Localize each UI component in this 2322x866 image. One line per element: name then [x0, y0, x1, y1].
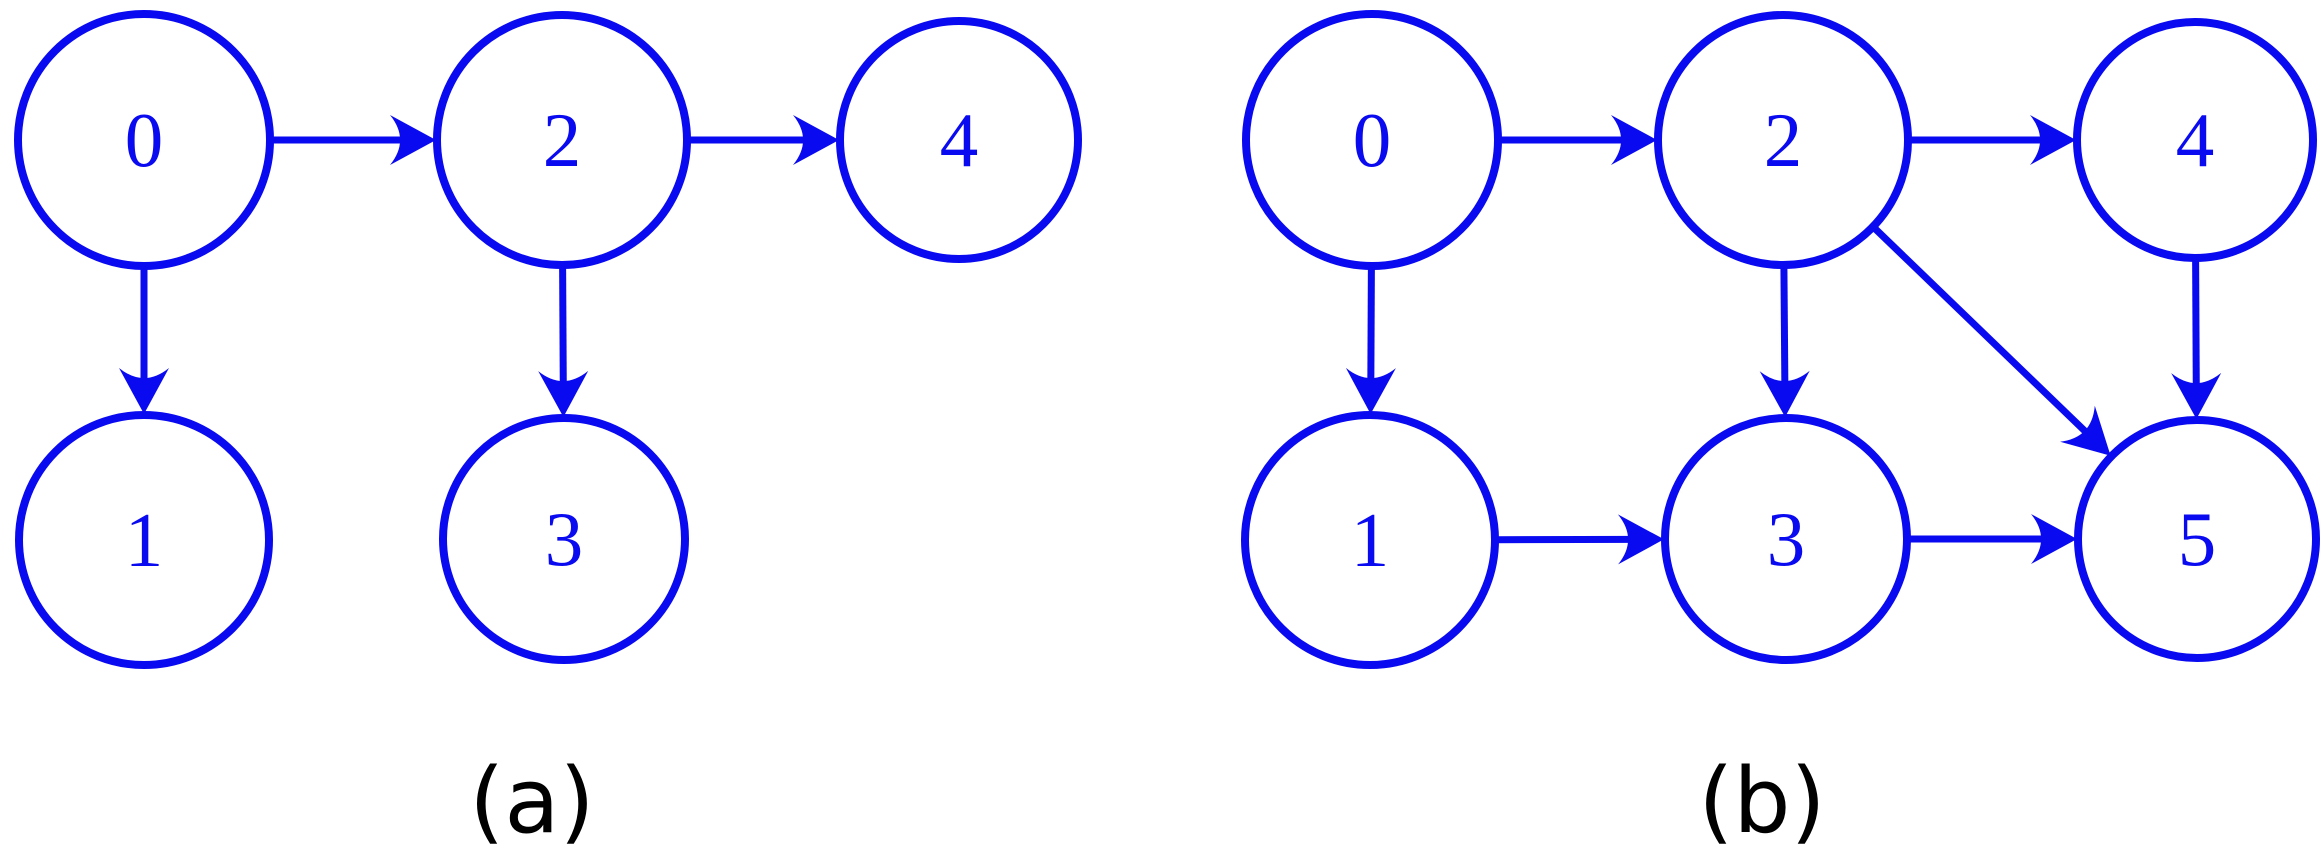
graph-a-edges: [119, 115, 839, 417]
graph-b-edges: [1345, 115, 2222, 565]
graph-a-node-3: [439, 414, 689, 664]
graph-a: 0 1 2 3 4 (a): [14, 10, 1082, 854]
graph-b-edge-0-1-arrowhead-icon: [1345, 367, 1396, 414]
graph-b-node-5-label: 5: [2178, 496, 2217, 582]
graph-b-node-2-label: 2: [1764, 97, 1803, 183]
graph-b-edge-0-2-arrowhead-icon: [1611, 115, 1657, 165]
graph-a-node-4-label: 4: [940, 97, 979, 183]
graph-b-node-2: [1654, 11, 1912, 269]
graph-a-node-1-label: 1: [125, 497, 164, 583]
graph-b-caption: (b): [1698, 749, 1825, 854]
graph-a-node-1: [15, 411, 273, 669]
graph-b-edge-0-1: [1367, 265, 1375, 387]
graph-b: 0 1 2 3 4 5 (b): [1241, 10, 2320, 854]
graph-a-node-2: [433, 11, 691, 269]
graph-a-node-4: [836, 17, 1082, 263]
graph-b-node-0-label: 0: [1353, 97, 1392, 183]
graph-a-edge-0-2-arrowhead-icon: [390, 115, 436, 165]
graph-b-edge-2-4-arrowhead-icon: [2030, 115, 2076, 165]
graph-b-edge-2-3: [1780, 264, 1789, 390]
graph-a-edge-2-4-arrowhead-icon: [793, 115, 839, 165]
graph-b-nodes: 0 1 2 3 4 5: [1241, 10, 2320, 669]
graph-b-node-4: [2073, 18, 2317, 262]
graph-b-node-0: [1242, 10, 1502, 270]
graph-b-edge-2-5: [1870, 224, 2094, 440]
graph-a-node-3-label: 3: [545, 496, 584, 582]
graph-a-caption: (a): [469, 749, 594, 854]
graph-b-node-5: [2074, 416, 2320, 662]
graph-a-edge-2-3: [559, 264, 567, 390]
graph-a-edge-2-3-arrowhead-icon: [538, 370, 589, 417]
graph-b-edge-4-5: [2192, 257, 2200, 392]
graph-a-node-2-label: 2: [543, 97, 582, 183]
graph-b-edge-3-5-arrowhead-icon: [2031, 514, 2077, 564]
graph-a-edge-0-1-arrowhead-icon: [119, 368, 169, 414]
graph-a-nodes: 0 1 2 3 4: [14, 10, 1082, 669]
graph-b-node-1-label: 1: [1351, 497, 1390, 583]
graph-b-node-3: [1661, 414, 1911, 664]
graph-b-node-1: [1241, 411, 1499, 669]
graph-b-node-4-label: 4: [2176, 97, 2215, 183]
graph-a-node-0: [14, 10, 274, 270]
graph-b-edge-2-5-arrowhead-icon: [2060, 405, 2111, 456]
graph-b-edge-2-3-arrowhead-icon: [1759, 370, 1810, 417]
graph-b-node-3-label: 3: [1767, 496, 1806, 582]
graph-b-edge-4-5-arrowhead-icon: [2171, 372, 2222, 419]
graph-b-edge-1-3-arrowhead-icon: [1617, 514, 1664, 565]
graph-a-node-0-label: 0: [125, 97, 164, 183]
